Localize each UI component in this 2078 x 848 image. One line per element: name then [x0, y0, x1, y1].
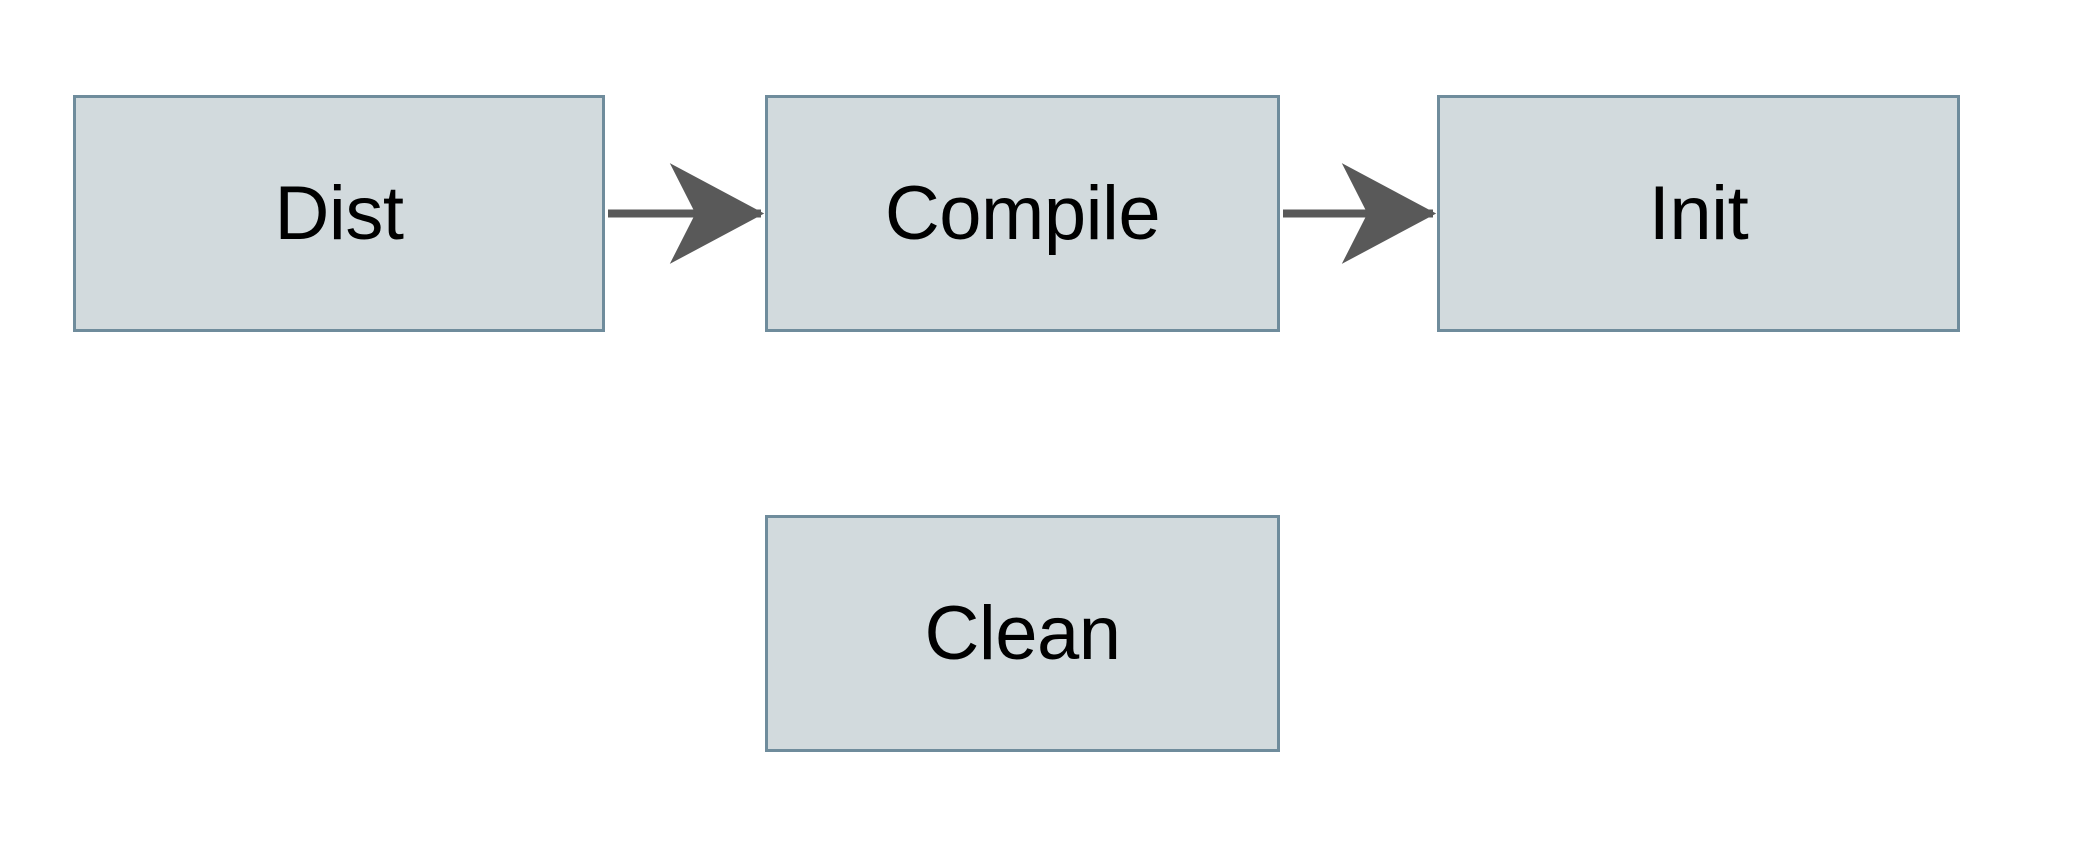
- node-init[interactable]: Init: [1437, 95, 1960, 332]
- node-clean-label: Clean: [924, 590, 1121, 676]
- node-init-label: Init: [1648, 170, 1749, 256]
- node-dist[interactable]: Dist: [73, 95, 605, 332]
- node-dist-label: Dist: [274, 170, 404, 256]
- node-clean[interactable]: Clean: [765, 515, 1280, 752]
- node-compile[interactable]: Compile: [765, 95, 1280, 332]
- node-compile-label: Compile: [884, 170, 1161, 256]
